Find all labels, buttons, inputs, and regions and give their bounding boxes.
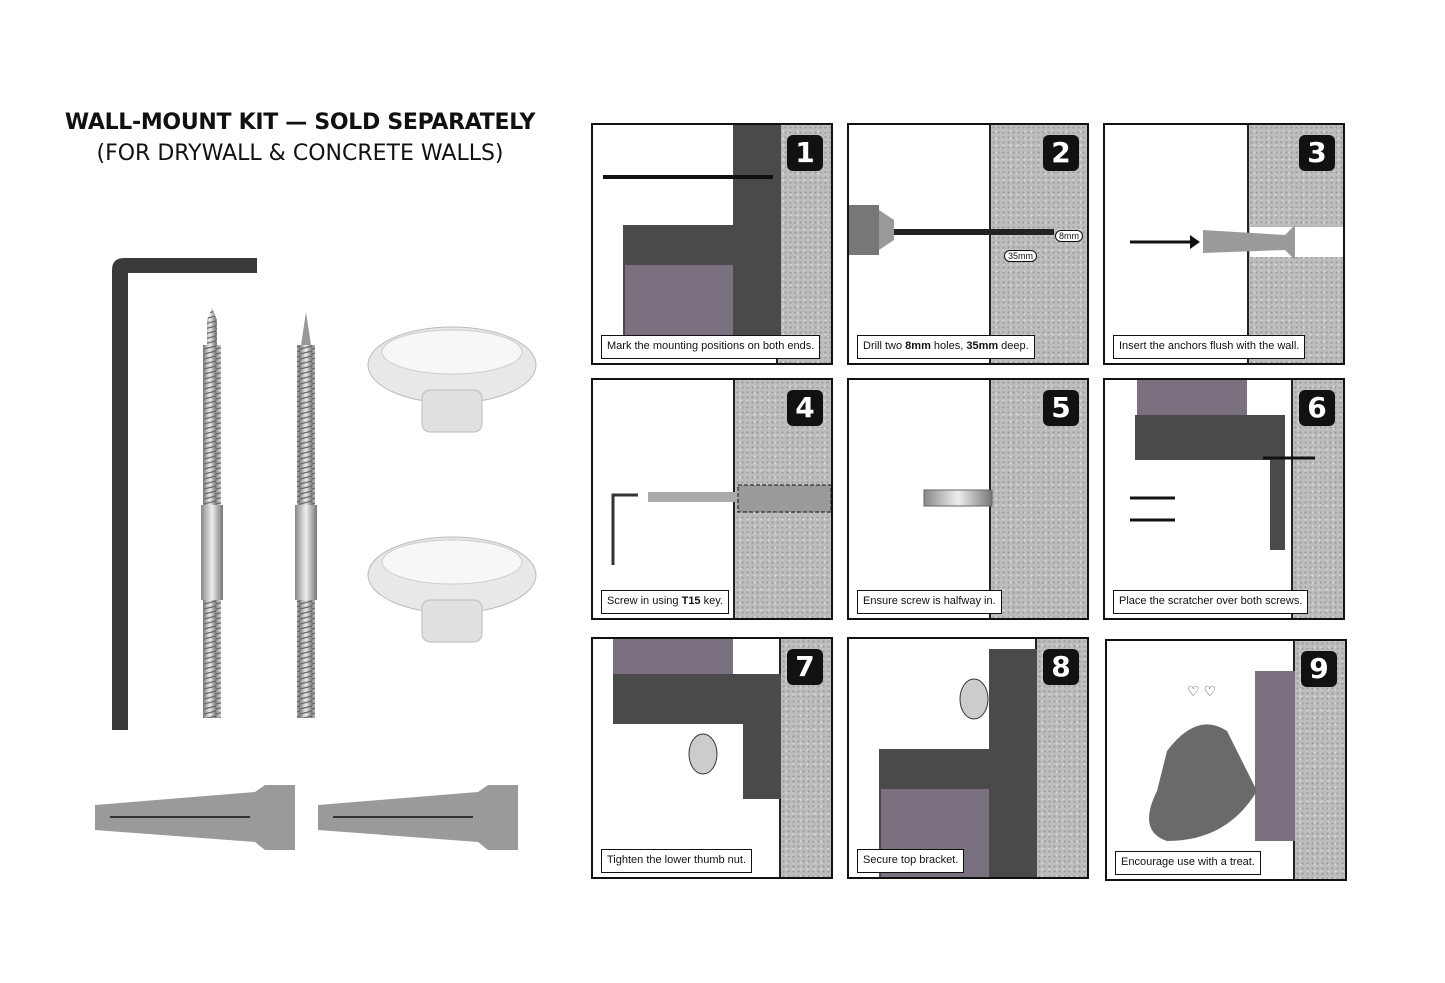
caption-text: Drill two [863, 340, 906, 352]
page-subtitle: (FOR DRYWALL & CONCRETE WALLS) [96, 141, 504, 166]
screw-in-illustration [611, 484, 831, 565]
thumb-nut-tighten-illustration [613, 639, 781, 799]
bracket-pencil-illustration [603, 125, 781, 335]
lag-screw-icon [201, 308, 223, 718]
step-panel-2: 8mm 35mm 2 Drill two 8mm holes, 35mm dee… [847, 123, 1089, 365]
step-number-badge: 1 [787, 135, 823, 171]
step-number-badge: 7 [787, 649, 823, 685]
place-scratcher-illustration [1130, 380, 1315, 550]
caption-text: holes, [930, 340, 967, 352]
caption-text: Encourage use with a treat. [1121, 856, 1255, 868]
caption-bold: 35mm [966, 340, 999, 352]
step-number-badge: 8 [1043, 649, 1079, 685]
step-number-badge: 3 [1299, 135, 1335, 171]
caption-text: Tighten the lower thumb nut. [607, 854, 747, 866]
step-panel-8: 8 Secure top bracket. [847, 637, 1089, 879]
lag-screw-icon [295, 312, 317, 718]
step-number-badge: 6 [1299, 390, 1335, 426]
caption-text: Ensure screw is halfway in. [863, 595, 996, 607]
thumb-nut-icon [367, 326, 537, 433]
kit-heading: WALL-MOUNT KIT — SOLD SEPARATELY (FOR DR… [40, 110, 560, 166]
step-caption: Mark the mounting positions on both ends… [601, 335, 821, 359]
screw-halfway-illustration [923, 489, 993, 507]
step-panel-7: 7 Tighten the lower thumb nut. [591, 637, 833, 879]
step-caption: Secure top bracket. [857, 849, 965, 873]
caption-text: Place the scratcher over both screws. [1119, 595, 1303, 607]
step-caption: Encourage use with a treat. [1115, 851, 1261, 875]
hole-diameter-label: 8mm [1055, 230, 1083, 242]
caption-text: Screw in using [607, 595, 682, 607]
step-panel-9: ♡ ♡ 9 Encourage use with a treat. [1105, 639, 1347, 881]
step-caption: Place the scratcher over both screws. [1113, 590, 1309, 614]
caption-bold: 8mm [905, 340, 931, 352]
step-panel-5: 5 Ensure screw is halfway in. [847, 378, 1089, 620]
step-panel-4: 4 Screw in using T15 key. [591, 378, 833, 620]
cat-scratching-illustration: ♡ ♡ [1149, 671, 1295, 841]
step-panel-3: 3 Insert the anchors flush with the wall… [1103, 123, 1345, 365]
hardware-kit-illustration [95, 258, 537, 850]
caption-bold: T15 [681, 595, 701, 607]
step-caption: Tighten the lower thumb nut. [601, 849, 753, 873]
step-panel-1: 1 Mark the mounting positions on both en… [591, 123, 833, 365]
anchor-insert-illustration [1130, 225, 1343, 260]
step-panel-6: 6 Place the scratcher over both screws. [1103, 378, 1345, 620]
wall-anchor-icon [318, 785, 518, 850]
step-number-badge: 4 [787, 390, 823, 426]
caption-text: Mark the mounting positions on both ends… [607, 340, 815, 352]
step-caption: Screw in using T15 key. [601, 590, 729, 614]
page-title: WALL-MOUNT KIT — SOLD SEPARATELY [64, 110, 536, 135]
caption-text: deep. [998, 340, 1029, 352]
step-number-badge: 2 [1043, 135, 1079, 171]
step-caption: Drill two 8mm holes, 35mm deep. [857, 335, 1035, 359]
caption-text: key. [700, 595, 723, 607]
caption-text: Secure top bracket. [863, 854, 959, 866]
hole-depth-label: 35mm [1004, 250, 1038, 262]
wall-anchor-icon [95, 785, 295, 850]
svg-text:♡ ♡: ♡ ♡ [1187, 683, 1216, 699]
step-caption: Insert the anchors flush with the wall. [1113, 335, 1306, 359]
step-number-badge: 9 [1301, 651, 1337, 687]
step-caption: Ensure screw is halfway in. [857, 590, 1002, 614]
hex-key-icon [112, 258, 257, 730]
thumb-nut-icon [367, 536, 537, 643]
step-number-badge: 5 [1043, 390, 1079, 426]
caption-text: Insert the anchors flush with the wall. [1119, 340, 1300, 352]
drill-illustration [849, 205, 1054, 255]
